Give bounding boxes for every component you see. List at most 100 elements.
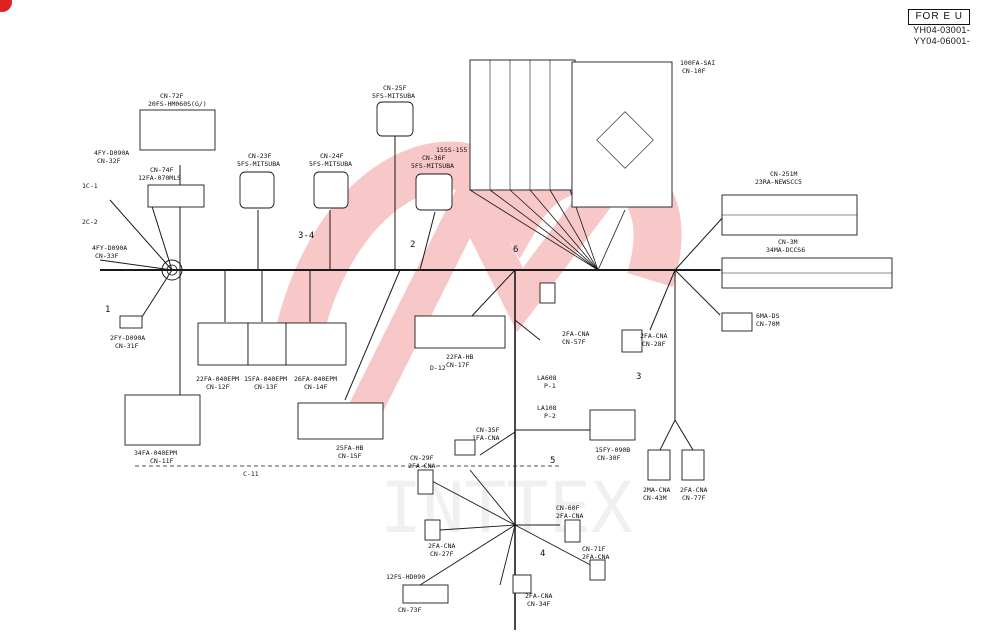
branch-number-4: 4 xyxy=(540,549,545,559)
branch-cn28f xyxy=(649,269,676,331)
connector-cn27f-body[interactable] xyxy=(424,519,441,541)
branch-numbers: 1 2 3 3-4 4 5 6 xyxy=(105,231,641,559)
splice-la608-sub: P-1 xyxy=(544,382,556,390)
label-cn27f: CN-27F xyxy=(430,550,454,558)
connector-cn43m-body[interactable] xyxy=(647,449,671,481)
part-cn27f: 2FA-CNA xyxy=(428,542,455,550)
connector-cn29f-body[interactable] xyxy=(417,469,434,495)
connector-cn30f-body[interactable] xyxy=(589,409,636,441)
label-cn30f: CN-30F xyxy=(597,454,621,462)
label-cn70m: CN-70M xyxy=(756,320,780,328)
label-cn29f: CN-29F xyxy=(410,454,434,462)
page-marker-dot xyxy=(0,0,12,12)
branch-cn57f xyxy=(514,319,541,341)
connector-cn72f-body[interactable] xyxy=(139,109,216,151)
label-cn3m: CN-3M xyxy=(778,238,798,246)
branch-cn15f xyxy=(344,269,401,401)
fuse-block-columns xyxy=(489,60,892,274)
branch-cn43m xyxy=(659,419,676,451)
connector-cn13f-body[interactable] xyxy=(247,322,287,366)
branch-cn70m xyxy=(674,269,721,316)
label-cn60f: CN-60F xyxy=(556,504,580,512)
part-cn15f: 25FA-HB xyxy=(336,444,363,452)
label-cn13f: CN-13F xyxy=(254,383,278,391)
branch-number-6: 6 xyxy=(513,245,518,255)
fuse-wire-4 xyxy=(529,189,599,271)
connector-labels: CN-72F 20FS-HM060S(G/) 4FY-D090A CN-32F … xyxy=(82,59,805,614)
connector-cn23f-body[interactable] xyxy=(239,171,275,209)
lower-fan-3 xyxy=(419,524,516,586)
label-cn32f: CN-32F xyxy=(97,157,121,165)
connector-cn11f-body[interactable] xyxy=(124,394,201,446)
trunk-node-left-inner xyxy=(166,264,178,276)
label-cn11f: CN-11F xyxy=(150,457,174,465)
serial-range-2: YY04-06001- xyxy=(913,36,970,46)
trunk-node-left xyxy=(161,259,183,281)
note-p1: 1C-1 xyxy=(82,182,98,190)
fuse-wire-3 xyxy=(509,189,599,271)
part-cn60f: 2FA-CNA xyxy=(556,512,583,520)
branch-cn17f xyxy=(469,269,516,319)
connector-cn71f-body[interactable] xyxy=(589,559,606,581)
connector-cn28f-body[interactable] xyxy=(621,329,643,353)
splice-la608-label: LA608 xyxy=(537,374,557,382)
connector-cn14f-body[interactable] xyxy=(285,322,347,366)
fuse-wire-7 xyxy=(597,209,626,271)
branch-cn33f xyxy=(99,259,173,271)
connector-cn10f-body[interactable] xyxy=(571,61,673,208)
label-cn73f: CN-73F xyxy=(398,606,422,614)
connector-cn57f-body[interactable] xyxy=(539,282,556,304)
part-cn71f: 2FA-CNA xyxy=(582,553,609,561)
label-cn251m: CN-251M xyxy=(770,170,797,178)
part-cn251m: 23RA-NEWSCC5 xyxy=(755,178,802,186)
part-cn17f: 22FA-HB xyxy=(446,353,473,361)
branch-cn74f xyxy=(149,199,173,271)
connector-cn35f-body[interactable] xyxy=(454,439,476,456)
label-cn57f: CN-57F xyxy=(562,338,586,346)
watermark-slash xyxy=(344,161,624,428)
fuse-block-label: 155S-155 xyxy=(436,146,467,154)
connector-cn60f-body[interactable] xyxy=(564,519,581,543)
connector-blocks xyxy=(119,59,893,604)
branch-number-3: 3 xyxy=(636,372,641,382)
serial-range-1: YH04-03001- xyxy=(913,25,970,35)
part-cn12f: 22FA-040EPM xyxy=(196,375,239,383)
connector-cn24f-body[interactable] xyxy=(313,171,349,209)
connector-cn73f-body[interactable] xyxy=(402,584,449,604)
fuse-block-body[interactable] xyxy=(469,59,576,191)
connector-cn15f-body[interactable] xyxy=(297,402,384,440)
note-moisture: D-12 xyxy=(430,364,446,372)
part-cn25f: 5FS-MITSUBA xyxy=(372,92,415,100)
splice-la108-sub: P-2 xyxy=(544,412,556,420)
branch-cn251m xyxy=(674,214,726,271)
label-cn34f: CN-34F xyxy=(527,600,551,608)
branch-cn36f xyxy=(419,211,436,271)
branch-cn35f xyxy=(479,431,516,456)
connector-cn12f-body[interactable] xyxy=(197,322,249,366)
lower-fan-7 xyxy=(469,469,516,526)
branch-cn31f xyxy=(139,269,173,321)
part-cn30f: 15FY-090B xyxy=(595,446,630,454)
branch-number-3-4: 3-4 xyxy=(298,231,314,241)
connector-cn17f-body[interactable] xyxy=(414,315,506,349)
connector-cn36f-body[interactable] xyxy=(415,173,453,211)
label-cn72f: CN-72F xyxy=(160,92,184,100)
part-cn24f: 5FS-MITSUBA xyxy=(309,160,352,168)
connector-cn25f-body[interactable] xyxy=(376,101,414,137)
connector-cn74f-body[interactable] xyxy=(147,184,205,208)
branch-number-5: 5 xyxy=(550,456,555,466)
watermark-logo: INTTEX xyxy=(276,141,682,549)
label-cn12f: CN-12F xyxy=(206,383,230,391)
connector-cn77f-body[interactable] xyxy=(681,449,705,481)
region-label: FOR E U xyxy=(908,9,970,25)
splice-la108-label: LA108 xyxy=(537,404,557,412)
part-cn70m: 6MA-DS xyxy=(756,312,780,320)
lower-fan-1 xyxy=(429,479,516,526)
part-cn32f: 4FY-D090A xyxy=(94,149,129,157)
connector-cn70m-body[interactable] xyxy=(721,312,753,332)
note-p2: 2C-2 xyxy=(82,218,98,226)
part-cn3m: 34MA-DCCS6 xyxy=(766,246,805,254)
connector-cn34f-body[interactable] xyxy=(512,574,532,594)
connector-cn31f-body[interactable] xyxy=(119,315,143,329)
